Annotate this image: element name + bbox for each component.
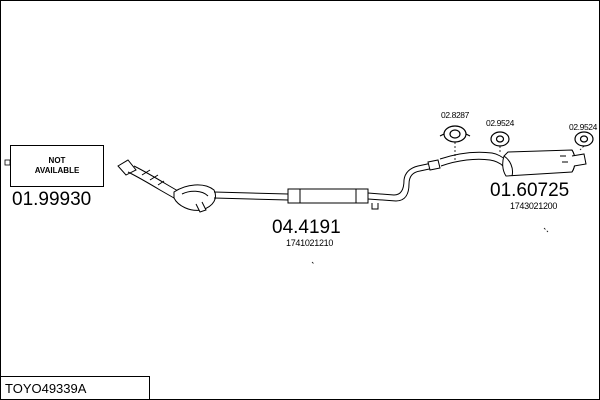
reference-code: TOYO49339A (5, 380, 87, 396)
hardware-number-mount-2[interactable]: 02.9524 (569, 122, 597, 132)
oem-number-rear-silencer: 1743021200 (510, 201, 558, 211)
not-available-label: NOT AVAILABLE (34, 156, 80, 175)
not-available-box: NOT AVAILABLE (10, 145, 104, 187)
catalytic-converter[interactable] (173, 184, 216, 213)
part-number-middle-silencer[interactable]: 04.4191 (272, 217, 341, 238)
part-number-rear-silencer[interactable]: 01.60725 (490, 180, 570, 201)
rear-pipe[interactable] (427, 151, 507, 171)
oem-number-middle-silencer: 1741021210 (286, 238, 334, 248)
hardware-number-mount[interactable]: 02.9524 (486, 118, 514, 128)
hanger-clamp-icon[interactable] (439, 125, 471, 143)
middle-pipe[interactable] (213, 162, 435, 210)
reference-box: TOYO49339A (0, 376, 150, 399)
rubber-mount-icon[interactable] (490, 131, 510, 147)
part-number-front-pipe[interactable]: 01.99930 (12, 189, 92, 210)
hardware-number-clamp[interactable]: 02.8287 (441, 110, 469, 120)
front-pipe[interactable] (117, 159, 179, 199)
rear-silencer[interactable] (502, 149, 587, 177)
leader-lines (311, 142, 585, 265)
rubber-mount-icon-2[interactable] (574, 131, 594, 147)
